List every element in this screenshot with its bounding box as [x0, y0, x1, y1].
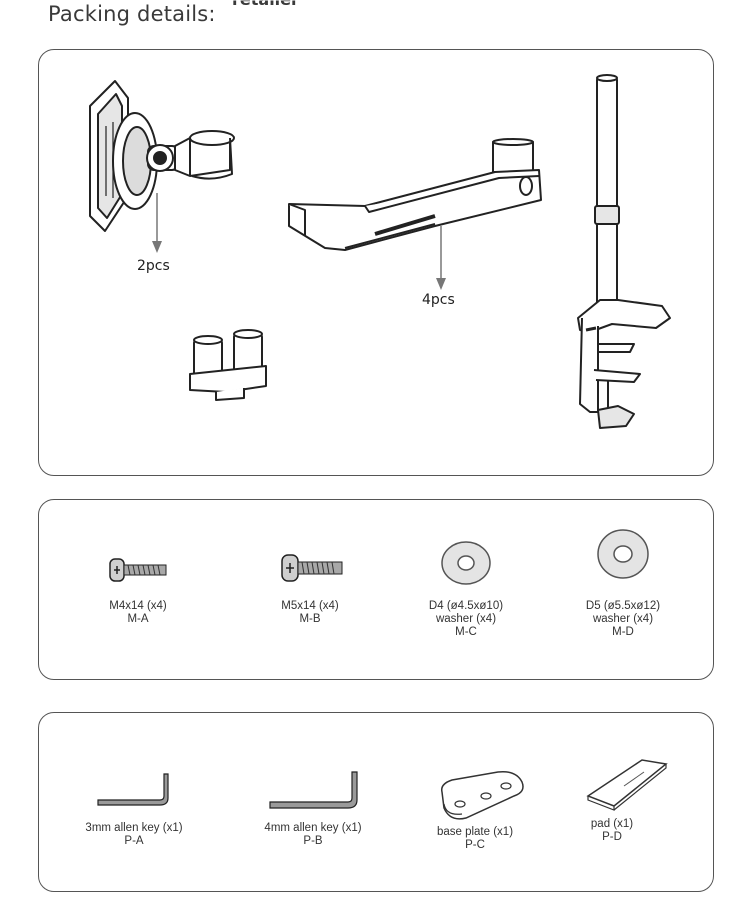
- tool-caption-p-a: 3mm allen key (x1)P-A: [85, 822, 183, 847]
- arm-quantity: 4pcs: [422, 292, 455, 308]
- screw-m4-icon: [109, 558, 167, 582]
- hardware-caption-m-d: D5 (ø5.5xø12)washer (x4)M-D: [585, 600, 661, 638]
- page-title: Packing details:: [48, 2, 216, 26]
- hardware-panel: [38, 499, 714, 680]
- arrow-down-icon: [436, 226, 446, 290]
- vesa-plate-illustration: [89, 80, 235, 232]
- double-connector-illustration: [189, 329, 267, 401]
- hardware-caption-m-a: M4x14 (x4)M-A: [109, 600, 167, 625]
- arrow-down-icon: [152, 193, 162, 253]
- pad-icon: [586, 759, 668, 811]
- allen-key-4mm-icon: [269, 771, 358, 809]
- base-plate-icon: [440, 770, 524, 820]
- arm-illustration: [288, 138, 542, 251]
- hardware-caption-m-c: D4 (ø4.5xø10)washer (x4)M-C: [428, 600, 504, 638]
- cropped-heading-fragment: retailer: [232, 0, 299, 9]
- pole-clamp-illustration: [577, 74, 671, 429]
- washer-d4-icon: [441, 541, 491, 585]
- allen-key-3mm-icon: [97, 773, 169, 806]
- tool-caption-p-c: base plate (x1)P-C: [436, 826, 514, 851]
- tool-caption-p-b: 4mm allen key (x1)P-B: [264, 822, 362, 847]
- hardware-caption-m-b: M5x14 (x4)M-B: [281, 600, 339, 625]
- tool-caption-p-d: pad (x1)P-D: [590, 818, 634, 843]
- monitor-plate-quantity: 2pcs: [137, 258, 170, 274]
- washer-d5-icon: [597, 529, 649, 579]
- screw-m5-icon: [281, 554, 343, 582]
